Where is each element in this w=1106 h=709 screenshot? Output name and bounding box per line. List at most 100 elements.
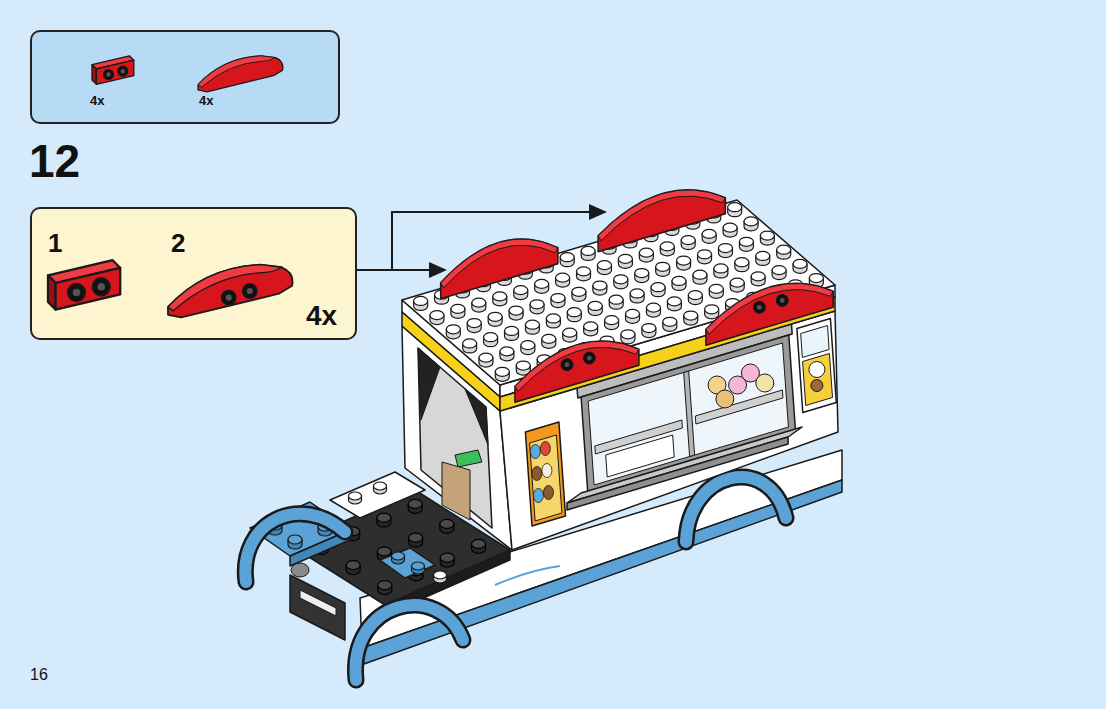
- illustration-part: [472, 539, 486, 548]
- illustration-part: [509, 306, 523, 315]
- illustration-part: [660, 242, 674, 251]
- illustration-part: [572, 287, 586, 296]
- illustration-part: [780, 298, 785, 303]
- illustration-part: [757, 305, 762, 310]
- illustration-part: [688, 291, 702, 300]
- illustration-part: [441, 239, 558, 288]
- illustration-part: [621, 330, 635, 339]
- illustration-part: [73, 289, 81, 297]
- illustration-part: [563, 328, 577, 337]
- illustration-part: [609, 295, 623, 304]
- illustration-part: [168, 265, 282, 311]
- illustration-part: [330, 472, 425, 518]
- illustration-part: [505, 326, 519, 335]
- illustration-part: [756, 374, 774, 392]
- illustration-part: [751, 272, 765, 281]
- illustration-part: [714, 264, 728, 273]
- substep-callout-box: 124x: [30, 207, 357, 340]
- illustration-part: [245, 514, 345, 582]
- illustration-part: [455, 450, 482, 467]
- illustration-part: [530, 445, 540, 459]
- illustration-part: [630, 289, 644, 298]
- illustration-part: [597, 261, 611, 270]
- illustration-part: [735, 258, 749, 267]
- illustration-part: [803, 354, 833, 406]
- illustration-part: [245, 514, 345, 582]
- illustration-part: [776, 294, 788, 306]
- illustration-part: [429, 262, 447, 278]
- illustration-part: [409, 533, 423, 542]
- illustration-part: [567, 308, 581, 317]
- illustration-part: [706, 283, 833, 334]
- illustration-part: [516, 361, 530, 370]
- page-number: 16: [30, 666, 48, 684]
- illustration-part: [642, 324, 656, 333]
- illustration-part: [92, 278, 109, 295]
- illustration-part: [521, 341, 535, 350]
- illustration-part: [728, 203, 742, 212]
- illustration-part: [561, 359, 573, 371]
- illustration-part: [226, 295, 232, 301]
- illustration-part: [777, 245, 791, 254]
- illustration-part: [651, 283, 665, 292]
- illustration-part: [430, 311, 444, 320]
- illustration-part: [684, 371, 695, 457]
- illustration-part: [243, 284, 258, 299]
- illustration-part: [533, 489, 543, 503]
- illustration-part: [525, 422, 565, 526]
- illustration-part: [48, 275, 56, 309]
- illustration-part: [760, 231, 774, 240]
- illustration-part: [598, 190, 725, 241]
- illustration-part: [706, 283, 833, 345]
- illustration-part: [739, 237, 753, 246]
- illustration-part: [408, 499, 422, 508]
- illustration-part: [96, 60, 133, 84]
- illustration-part: [451, 304, 465, 313]
- curved-slope-part: [198, 56, 283, 92]
- illustration-part: [392, 552, 405, 560]
- illustration-part: [801, 326, 829, 358]
- illustration-part: [583, 352, 595, 364]
- box-fill: [31, 31, 339, 123]
- illustration-part: [515, 341, 639, 402]
- illustration-part: [97, 283, 105, 291]
- illustration-part: [56, 268, 121, 310]
- illustration-part: [705, 305, 719, 314]
- illustration-part: [198, 56, 283, 92]
- illustration-part: [730, 278, 744, 287]
- illustration-part: [718, 244, 732, 253]
- illustration-part: [378, 581, 392, 590]
- illustration-part: [356, 605, 463, 680]
- illustration-part: [467, 319, 481, 328]
- illustration-part: [434, 571, 447, 579]
- curved-slope-part: [598, 190, 725, 252]
- illustration-part: [106, 72, 110, 76]
- illustration-part: [440, 519, 454, 528]
- illustration-part: [377, 547, 391, 556]
- illustration-part: [198, 56, 275, 88]
- illustration-part: [121, 69, 125, 73]
- illustration-part: [797, 319, 836, 413]
- illustration-part: [168, 265, 293, 318]
- illustration-part: [68, 284, 85, 301]
- illustration-part: [577, 267, 591, 276]
- illustration-part: [744, 217, 758, 226]
- illustration-part: [667, 297, 681, 306]
- illustration-part: [349, 492, 362, 500]
- illustration-part: [618, 254, 632, 263]
- illustration-part: [530, 300, 544, 309]
- illustration-part: [484, 333, 498, 342]
- bracket-part: [92, 56, 134, 85]
- illustration-part: [589, 204, 607, 220]
- illustration-part: [793, 259, 807, 268]
- illustration-part: [118, 66, 128, 76]
- illustration-part: [581, 246, 595, 255]
- illustration-part: [418, 348, 440, 420]
- substep-number: 2: [171, 229, 185, 258]
- illustration-part: [598, 190, 725, 252]
- substep-number: 1: [48, 229, 62, 258]
- illustration-part: [686, 477, 786, 542]
- illustration-part: [546, 314, 560, 323]
- illustration-part: [488, 312, 502, 321]
- illustration-part: [698, 250, 712, 259]
